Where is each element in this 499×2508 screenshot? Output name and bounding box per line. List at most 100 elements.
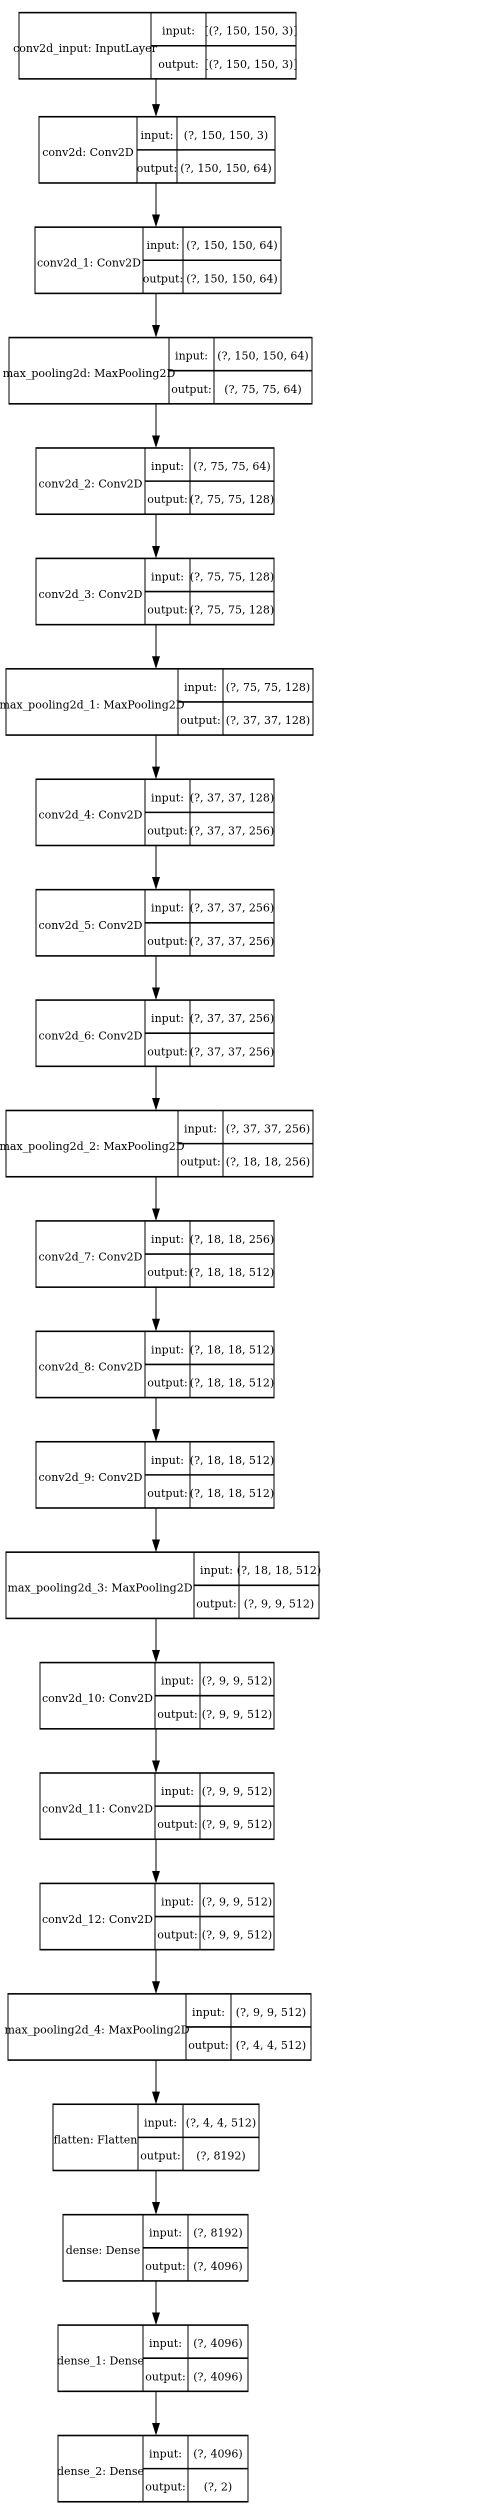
output-label: output:: [145, 2260, 185, 2273]
output-shape: (?, 8192): [196, 2149, 245, 2162]
input-label: input:: [161, 1675, 194, 1688]
input-shape: (?, 75, 75, 128): [190, 570, 274, 583]
output-label: output:: [196, 1597, 236, 1610]
input-label: input:: [161, 1785, 194, 1798]
output-label: output:: [147, 935, 187, 948]
output-shape: [(?, 150, 150, 3)]: [204, 58, 297, 71]
layer-name: flatten: Flatten: [54, 2134, 138, 2147]
output-label: output:: [157, 1929, 197, 1942]
input-label: input:: [151, 1454, 184, 1467]
output-label: output:: [157, 1708, 197, 1721]
input-label: input:: [184, 1123, 217, 1136]
output-shape: (?, 37, 37, 256): [190, 1045, 274, 1058]
output-label: output:: [147, 604, 187, 617]
layer-name: conv2d_input: InputLayer: [13, 42, 158, 55]
input-shape: (?, 37, 37, 128): [190, 791, 274, 804]
layer-name: conv2d_3: Conv2D: [39, 588, 143, 601]
layer-node-max-pooling2d: max_pooling2d: MaxPooling2Dinput:output:…: [3, 336, 313, 405]
input-shape: (?, 9, 9, 512): [202, 1895, 272, 1908]
output-label: output:: [143, 272, 183, 285]
input-label: input:: [192, 2006, 225, 2019]
output-shape: (?, 18, 18, 256): [226, 1156, 310, 1169]
output-shape: (?, 75, 75, 64): [224, 383, 301, 396]
layer-name: conv2d_11: Conv2D: [42, 1802, 153, 1815]
input-label: input:: [141, 129, 174, 142]
layer-name: max_pooling2d_4: MaxPooling2D: [4, 2023, 189, 2036]
input-label: input:: [144, 2116, 177, 2129]
input-label: input:: [149, 2337, 182, 2350]
output-shape: (?, 2): [204, 2481, 232, 2494]
input-shape: (?, 75, 75, 128): [226, 681, 310, 694]
input-label: input:: [151, 1343, 184, 1356]
output-shape: (?, 75, 75, 128): [190, 493, 274, 506]
output-shape: (?, 75, 75, 128): [190, 604, 274, 617]
input-shape: (?, 4, 4, 512): [186, 2116, 256, 2129]
output-shape: (?, 9, 9, 512): [202, 1929, 272, 1942]
input-shape: (?, 75, 75, 64): [193, 460, 270, 473]
layer-node-max-pooling2d-1: max_pooling2d_1: MaxPooling2Dinput:outpu…: [0, 668, 314, 736]
input-label: input:: [184, 681, 217, 694]
input-shape: (?, 4096): [193, 2337, 242, 2350]
output-shape: (?, 37, 37, 256): [190, 935, 274, 948]
input-label: input:: [200, 1564, 233, 1577]
layer-name: conv2d_5: Conv2D: [39, 919, 143, 932]
output-label: output:: [145, 2370, 185, 2383]
output-label: output:: [147, 1045, 187, 1058]
layer-name: conv2d_9: Conv2D: [39, 1471, 143, 1484]
input-shape: (?, 18, 18, 256): [190, 1233, 274, 1246]
output-label: output:: [180, 1156, 220, 1169]
layer-name: dense: Dense: [66, 2244, 141, 2257]
input-label: input:: [151, 1012, 184, 1025]
input-label: input:: [161, 1895, 194, 1908]
input-label: input:: [151, 1233, 184, 1246]
input-shape: (?, 150, 150, 3): [184, 129, 268, 142]
layer-name: conv2d_7: Conv2D: [39, 1250, 143, 1263]
layer-node-conv2d-10: conv2d_10: Conv2D input: output: (?, 9, 9, …: [39, 1661, 275, 1730]
output-label: output:: [147, 493, 187, 506]
output-shape: (?, 37, 37, 128): [226, 714, 310, 727]
input-shape: (?, 18, 18, 512): [237, 1564, 321, 1577]
layer-node-max-pooling2d-4: max_pooling2d_4: MaxPooling2Dinput:outpu…: [4, 1993, 312, 2061]
input-label: input:: [151, 791, 184, 804]
input-shape: (?, 150, 150, 64): [217, 350, 308, 363]
output-shape: (?, 9, 9, 512): [202, 1818, 272, 1831]
layer-name: conv2d: Conv2D: [42, 146, 134, 159]
output-label: output:: [158, 58, 198, 71]
output-shape: (?, 4, 4, 512): [236, 2039, 306, 2052]
input-label: input:: [162, 25, 195, 38]
layer-node-conv2d-4: conv2d_4: Conv2D input: output: (?, 37, 37,…: [35, 778, 275, 847]
input-shape: (?, 18, 18, 512): [190, 1343, 274, 1356]
output-label: output:: [147, 824, 187, 837]
input-shape: (?, 9, 9, 512): [202, 1675, 272, 1688]
input-shape: (?, 37, 37, 256): [190, 902, 274, 915]
layer-name: conv2d_1: Conv2D: [37, 257, 141, 270]
input-shape: (?, 8192): [193, 2227, 242, 2240]
input-shape: (?, 37, 37, 256): [226, 1123, 310, 1136]
input-label: input:: [151, 902, 184, 915]
output-shape: (?, 18, 18, 512): [190, 1487, 274, 1500]
layer-name: max_pooling2d: MaxPooling2D: [3, 367, 176, 380]
output-label: output:: [140, 2149, 180, 2162]
output-shape: (?, 150, 150, 64): [186, 272, 277, 285]
input-shape: (?, 4096): [193, 2448, 242, 2461]
input-label: input:: [151, 570, 184, 583]
layer-name: conv2d_4: Conv2D: [39, 809, 143, 822]
output-shape: (?, 18, 18, 512): [190, 1377, 274, 1390]
output-shape: (?, 150, 150, 64): [180, 162, 271, 175]
input-shape: (?, 18, 18, 512): [190, 1454, 274, 1467]
output-label: output:: [137, 162, 177, 175]
input-label: input:: [149, 2448, 182, 2461]
layer-node-conv2d-input: conv2d_input: InputLayer input: output: [(?…: [13, 11, 298, 80]
layer-name: conv2d_10: Conv2D: [42, 1692, 153, 1705]
layer-name: conv2d_8: Conv2D: [39, 1361, 143, 1374]
